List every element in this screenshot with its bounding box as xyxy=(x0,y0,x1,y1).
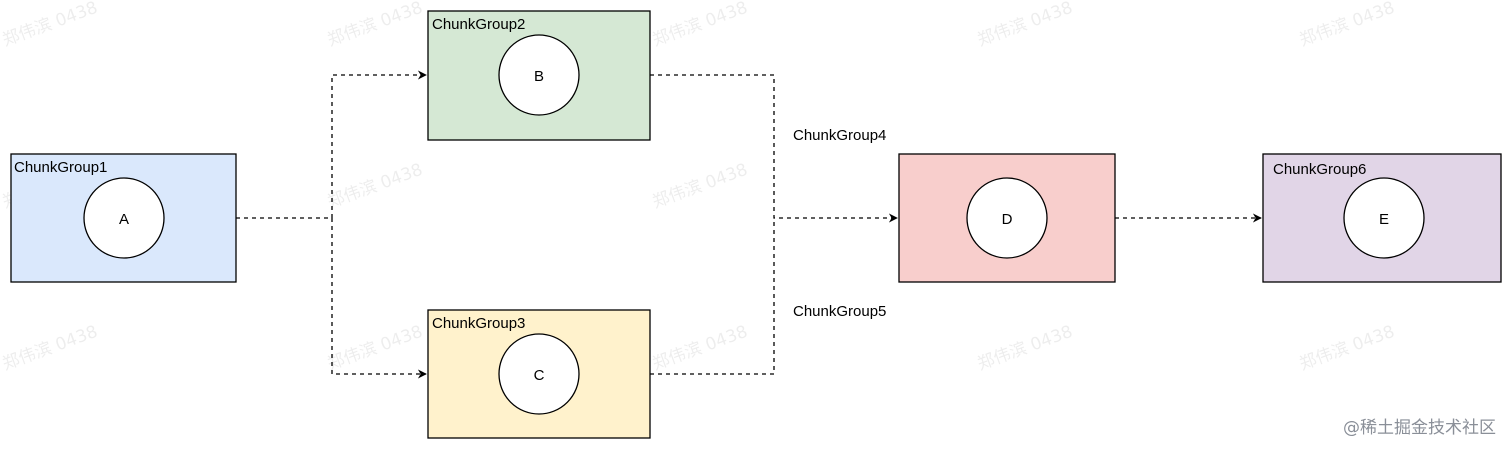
node-circle xyxy=(83,177,165,259)
edge-label-chunkgroup4: ChunkGroup4 xyxy=(793,127,886,144)
group-label: ChunkGroup6 xyxy=(1273,161,1366,178)
node-label: A xyxy=(119,211,129,228)
edge-a-to-b[interactable] xyxy=(236,70,427,219)
node-b[interactable]: B xyxy=(498,34,580,116)
node-e[interactable]: E xyxy=(1343,177,1425,259)
credit-text: @稀土掘金技术社区 xyxy=(1343,418,1496,438)
node-circle xyxy=(498,34,580,116)
edge-a-to-c[interactable] xyxy=(331,218,427,379)
watermark-text: 郑伟滨 0438 xyxy=(325,0,426,51)
watermark-text: 郑伟滨 0438 xyxy=(325,160,426,213)
watermark-text: 郑伟滨 0438 xyxy=(975,0,1076,51)
watermark-text: 郑伟滨 0438 xyxy=(0,322,100,375)
edge-layer xyxy=(236,70,1262,379)
watermark-text: 郑伟滨 0438 xyxy=(325,322,426,375)
edge-label-chunkgroup5: ChunkGroup5 xyxy=(793,303,886,320)
edge-b-to-d[interactable] xyxy=(650,74,898,223)
node-circle xyxy=(498,333,580,415)
node-label: E xyxy=(1379,211,1389,228)
watermark-text: 郑伟滨 0438 xyxy=(975,322,1076,375)
node-c[interactable]: C xyxy=(498,333,580,415)
node-d[interactable]: D xyxy=(966,177,1048,259)
node-a[interactable]: A xyxy=(83,177,165,259)
watermark-text: 郑伟滨 0438 xyxy=(650,160,751,213)
node-circle xyxy=(966,177,1048,259)
node-circle xyxy=(1343,177,1425,259)
node-label: D xyxy=(1002,211,1013,228)
watermark-text: 郑伟滨 0438 xyxy=(650,322,751,375)
group-label: ChunkGroup2 xyxy=(432,16,525,33)
node-label: C xyxy=(534,367,545,384)
edge-c-to-d[interactable] xyxy=(650,218,775,375)
group-label: ChunkGroup3 xyxy=(432,315,525,332)
watermark-text: 郑伟滨 0438 xyxy=(1297,322,1398,375)
group-label: ChunkGroup1 xyxy=(14,159,107,176)
watermark-text: 郑伟滨 0438 xyxy=(1297,0,1398,51)
watermark-text: 郑伟滨 0438 xyxy=(0,0,100,51)
watermark-text: 郑伟滨 0438 xyxy=(650,0,751,51)
node-label: B xyxy=(534,68,544,85)
